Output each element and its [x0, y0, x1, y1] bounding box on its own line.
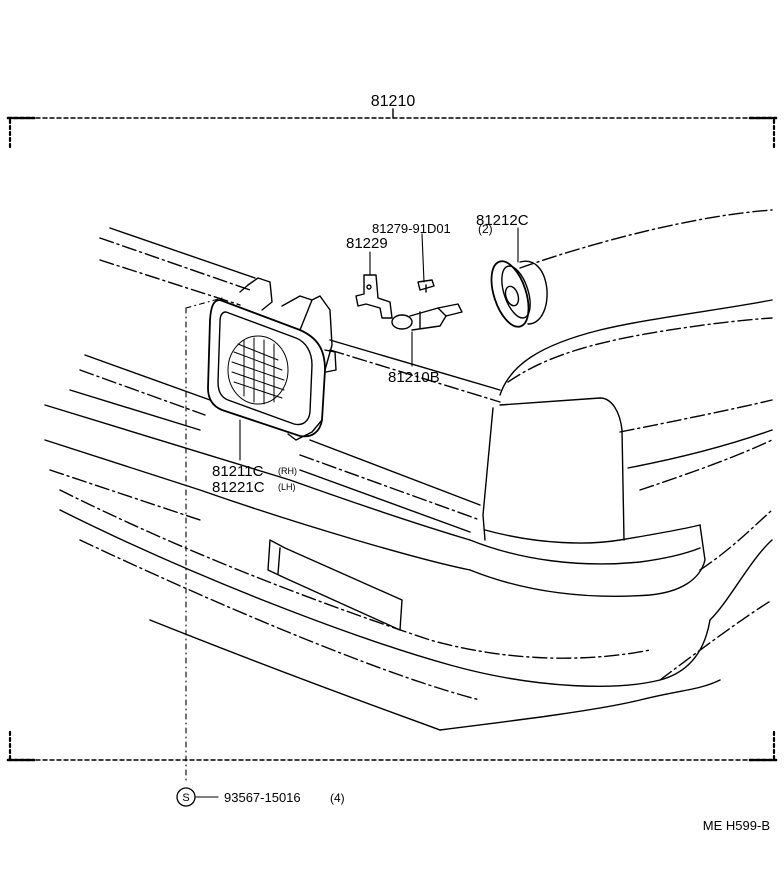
bracket-part	[355, 274, 393, 319]
label-unit-lh: 81221C	[212, 479, 265, 496]
label-unit-rh: 81211C	[212, 463, 264, 480]
label-clip: 81279-91D01	[372, 221, 451, 236]
socket-part	[490, 260, 548, 328]
label-screw-symbol: S	[182, 792, 189, 804]
label-unit-lh-side: (LH)	[278, 482, 296, 492]
label-screw-qty: (4)	[330, 791, 345, 805]
leader-lines	[185, 227, 519, 798]
screw-symbol-circle	[176, 787, 196, 807]
label-assembly: 81210	[371, 93, 416, 110]
assembly-frame	[6, 108, 778, 762]
headlamp-lens-grid	[227, 335, 289, 405]
headlamp-unit	[207, 277, 337, 441]
clip-part	[417, 279, 435, 293]
label-bracket: 81229	[346, 235, 388, 252]
label-screw: 93567-15016	[224, 790, 301, 805]
label-clip-qty: (2)	[478, 222, 493, 236]
label-socket: 81212C	[476, 212, 529, 229]
bulb-part	[391, 303, 463, 331]
drawing-code: ME H599-B	[703, 818, 770, 833]
label-unit-rh-side: (RH)	[278, 466, 297, 476]
part-labels: 81210 81279-91D01 (2) 81212C 81229 81210…	[182, 93, 770, 833]
car-body-outline	[44, 209, 773, 731]
label-bulb: 81210B	[388, 369, 440, 386]
